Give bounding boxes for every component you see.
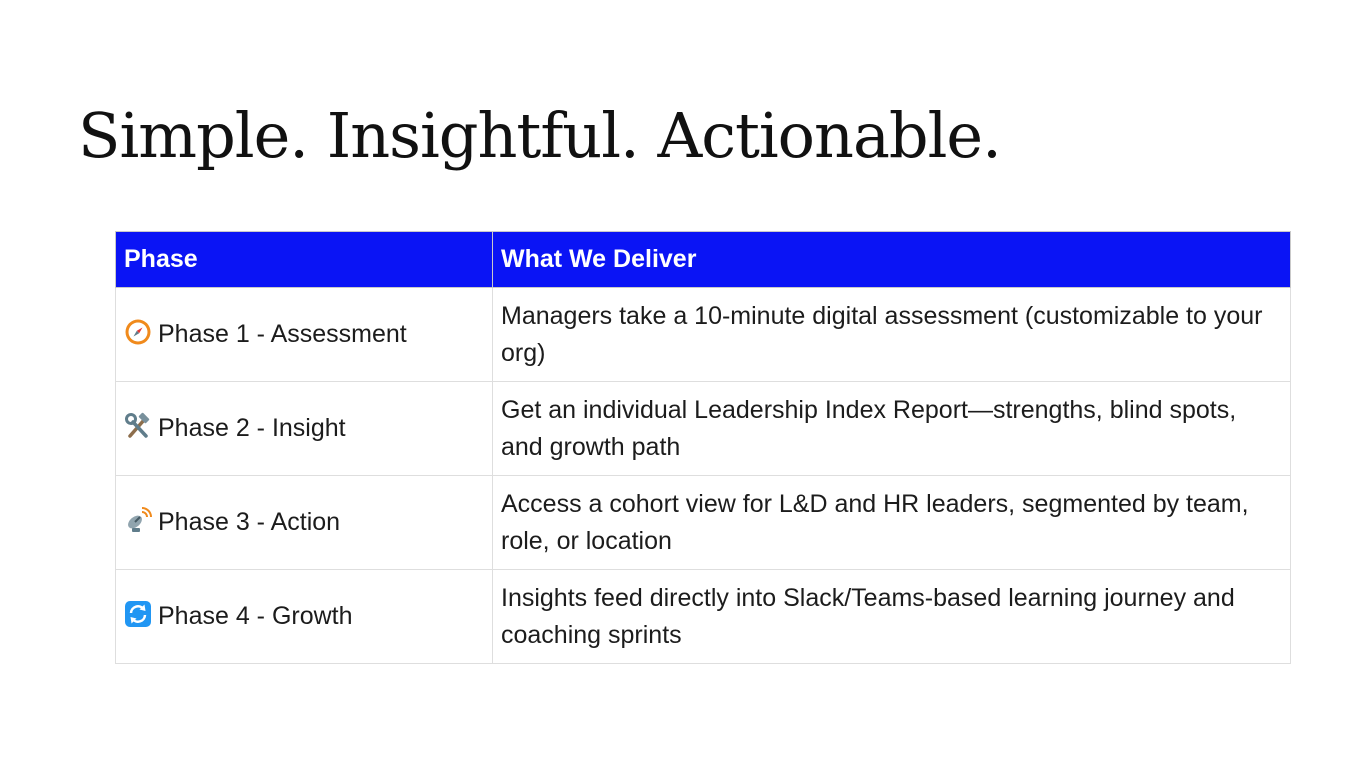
phase-cell: Phase 2 - Insight: [115, 381, 493, 476]
hammer-and-wrench-icon: [124, 412, 152, 440]
table-row: Phase 4 - Growth Insights feed directly …: [115, 569, 1291, 664]
slide-title: Simple. Insightful. Actionable.: [78, 99, 1002, 172]
phase-label: Phase 3 - Action: [158, 508, 341, 536]
deliver-cell: Get an individual Leadership Index Repor…: [492, 381, 1291, 476]
phase-label: Phase 2 - Insight: [158, 414, 346, 442]
phase-label: Phase 1 - Assessment: [158, 320, 407, 348]
compass-icon: [124, 318, 152, 346]
phase-cell: Phase 3 - Action: [115, 475, 493, 570]
phase-cell: Phase 4 - Growth: [115, 569, 493, 664]
deliver-cell: Access a cohort view for L&D and HR lead…: [492, 475, 1291, 570]
counterclockwise-arrows-icon: [124, 600, 152, 628]
table-row: Phase 1 - Assessment Managers take a 10-…: [115, 287, 1291, 382]
phase-label: Phase 4 - Growth: [158, 602, 353, 630]
phase-cell: Phase 1 - Assessment: [115, 287, 493, 382]
table-row: Phase 3 - Action Access a cohort view fo…: [115, 475, 1291, 570]
header-phase: Phase: [115, 231, 493, 288]
deliver-cell: Insights feed directly into Slack/Teams-…: [492, 569, 1291, 664]
phases-table: Phase What We Deliver Phase 1 - Assessme…: [115, 231, 1291, 664]
table-row: Phase 2 - Insight Get an individual Lead…: [115, 381, 1291, 476]
deliver-cell: Managers take a 10-minute digital assess…: [492, 287, 1291, 382]
header-what-we-deliver: What We Deliver: [492, 231, 1291, 288]
satellite-antenna-icon: [124, 506, 152, 534]
table-header-row: Phase What We Deliver: [115, 231, 1291, 288]
